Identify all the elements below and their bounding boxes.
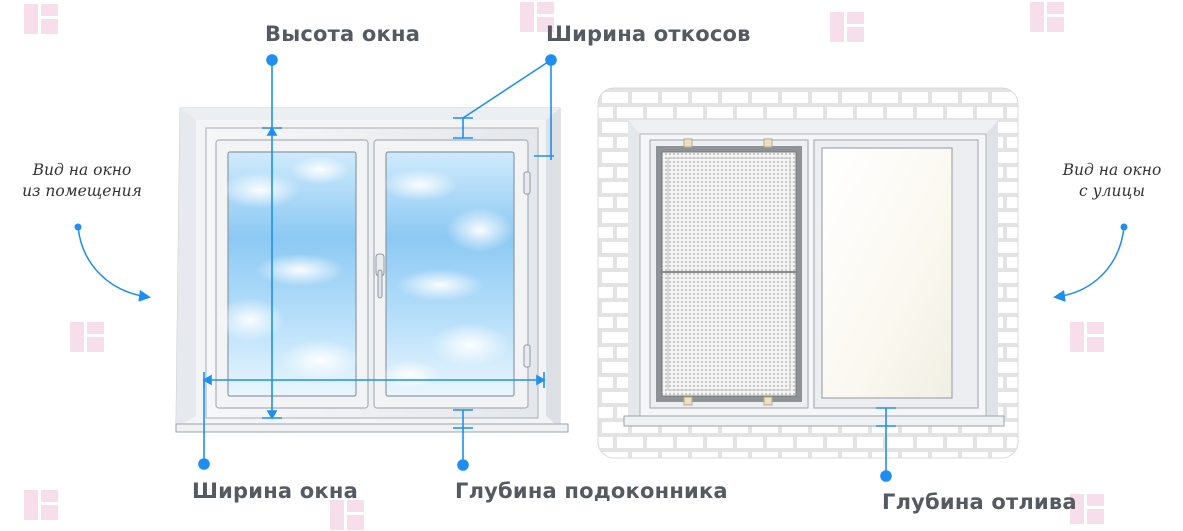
reveal-width-label: Ширина откосов	[546, 22, 751, 46]
window-width-label: Ширина окна	[192, 479, 358, 503]
inside-view-line1: Вид на окно	[32, 161, 132, 179]
inside-window	[175, 107, 569, 433]
drip-depth-label: Глубина отлива	[882, 490, 1077, 514]
watermark-logo-icon	[1030, 2, 1064, 32]
inside-view-line2: из помещения	[22, 182, 142, 200]
window-height-label: Высота окна	[265, 22, 421, 46]
net-clips	[683, 138, 773, 406]
measurement-lines	[198, 54, 896, 482]
window-drip	[623, 415, 1005, 427]
watermark-logo-icon	[520, 2, 554, 32]
sill-depth-label: Глубина подоконника	[455, 479, 728, 503]
outside-view-caption: Вид на окно с улицы	[1050, 160, 1174, 202]
sky-clouds	[215, 156, 514, 389]
watermark-logo-icon	[24, 490, 58, 520]
watermark-logo-icon	[24, 4, 58, 34]
outside-view-line1: Вид на окно	[1062, 161, 1162, 179]
watermark-logo-icon	[70, 322, 104, 352]
inside-view-caption: Вид на окно из помещения	[8, 160, 156, 202]
outside-view-line2: с улицы	[1079, 182, 1145, 200]
curved-arrow-icon	[74, 223, 1128, 302]
window-handle-icon	[375, 253, 385, 299]
watermark-logo-icon	[830, 12, 864, 42]
watermark-logo-icon	[1070, 494, 1104, 524]
outside-window	[597, 87, 1019, 459]
window-sill	[175, 423, 569, 433]
watermark-logo-icon	[1070, 322, 1104, 352]
